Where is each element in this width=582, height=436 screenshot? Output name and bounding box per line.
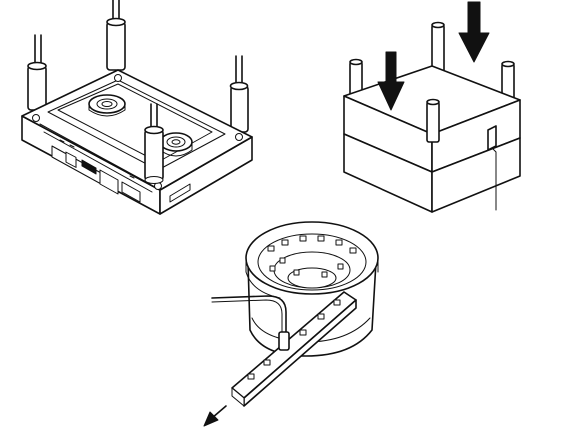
block-pin-back bbox=[431, 21, 445, 78]
feeder-track bbox=[231, 291, 357, 407]
track-sensor bbox=[211, 295, 290, 351]
exit-arrow bbox=[203, 405, 227, 427]
block-pin-front bbox=[426, 98, 440, 143]
tape-reel-right bbox=[159, 132, 193, 157]
block-pin-right bbox=[501, 60, 515, 103]
front-pin bbox=[144, 103, 164, 184]
cassette-body bbox=[21, 69, 253, 215]
rear-pin-center bbox=[106, 0, 126, 71]
rear-pin-left bbox=[27, 34, 47, 111]
tape-reel-left bbox=[88, 94, 126, 117]
press-arrow-left bbox=[377, 51, 405, 111]
cassette-panel bbox=[21, 0, 253, 215]
press-panel bbox=[343, 1, 521, 213]
feeder-panel bbox=[203, 221, 379, 427]
rear-pin-right bbox=[229, 55, 249, 133]
side-clip bbox=[487, 125, 497, 211]
press-arrow-right bbox=[458, 1, 490, 63]
